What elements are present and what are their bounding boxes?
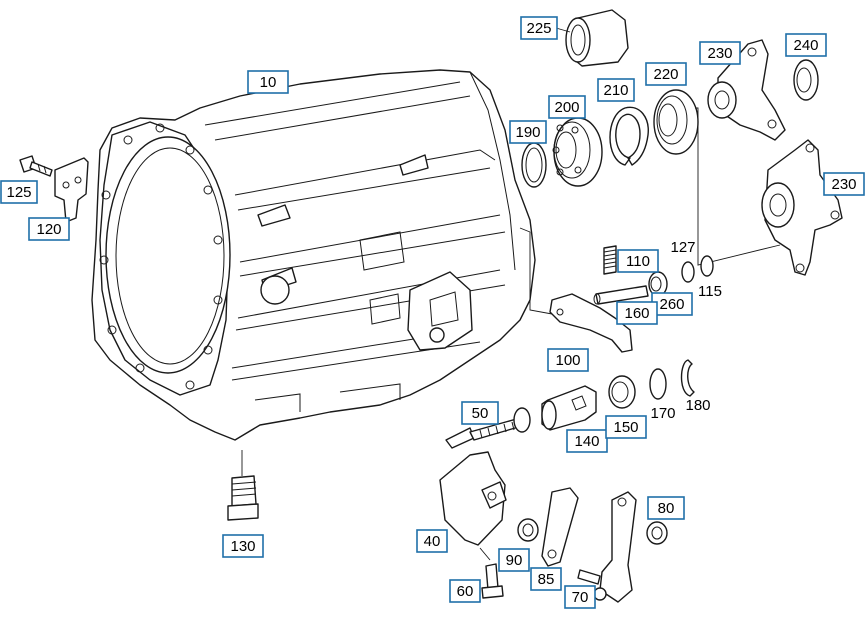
part-210-snap-ring: [609, 106, 649, 166]
part-225-bushing: [555, 9, 629, 67]
part-115-ring: [700, 255, 714, 277]
part-50-bolt: [445, 407, 531, 449]
callout-240: 240: [785, 33, 827, 57]
part-240-nut: [793, 59, 819, 101]
callout-90: 90: [498, 548, 530, 572]
callout-230-lower: 230: [823, 172, 865, 196]
svg-text:220: 220: [653, 66, 678, 83]
part-80-nut: [646, 521, 668, 545]
svg-text:120: 120: [36, 221, 61, 238]
callout-220: 220: [645, 62, 687, 86]
svg-text:110: 110: [626, 253, 650, 270]
svg-text:70: 70: [572, 589, 589, 606]
part-150-bushing: [608, 375, 636, 409]
part-140-cam: [541, 385, 597, 431]
part-100-lever: [519, 227, 633, 353]
part-90-seal: [517, 518, 539, 542]
svg-text:10: 10: [260, 74, 277, 91]
part-70-selector-lever: [577, 491, 637, 603]
svg-text:50: 50: [472, 405, 489, 422]
part-200-bearing: [552, 117, 603, 187]
svg-text:125: 125: [6, 184, 31, 201]
callout-40: 40: [416, 529, 448, 553]
label-127: 127: [670, 239, 695, 256]
callout-50: 50: [461, 401, 499, 425]
svg-text:190: 190: [515, 124, 540, 141]
svg-text:60: 60: [457, 583, 474, 600]
callout-110: 110: [617, 249, 659, 273]
part-130-drain-plug: [227, 450, 259, 521]
callout-100: 100: [547, 348, 589, 372]
svg-text:140: 140: [574, 433, 599, 450]
svg-text:260: 260: [659, 296, 684, 313]
callout-225: 225: [520, 16, 558, 40]
svg-text:100: 100: [555, 352, 580, 369]
callout-190: 190: [509, 120, 547, 144]
callout-260: 260: [651, 292, 693, 316]
part-85-link: [541, 487, 579, 567]
svg-text:90: 90: [506, 552, 523, 569]
svg-text:230: 230: [707, 45, 732, 62]
svg-text:240: 240: [793, 37, 818, 54]
part-230-flange-upper: [695, 39, 786, 266]
callout-160: 160: [616, 301, 658, 325]
part-230-flange-lower: [761, 139, 843, 276]
part-120-bracket: [54, 157, 89, 223]
callout-120: 120: [28, 217, 70, 241]
callout-210: 210: [597, 78, 635, 102]
part-110-spring: [603, 245, 617, 275]
callout-10: 10: [247, 70, 289, 94]
svg-text:160: 160: [624, 305, 649, 322]
callout-125: 125: [0, 180, 38, 204]
svg-text:210: 210: [603, 82, 628, 99]
svg-text:85: 85: [538, 571, 555, 588]
svg-text:200: 200: [554, 99, 579, 116]
svg-text:80: 80: [658, 500, 675, 517]
label-180: 180: [685, 397, 710, 414]
transmission-housing: [91, 69, 536, 441]
svg-text:130: 130: [230, 538, 255, 555]
callout-85: 85: [530, 567, 562, 591]
part-160-pin: [593, 285, 649, 305]
svg-text:225: 225: [526, 20, 551, 37]
part-190-ring: [521, 142, 547, 188]
svg-text:230: 230: [831, 176, 856, 193]
callout-130: 130: [222, 534, 264, 558]
part-180-snap-ring: [680, 359, 695, 397]
label-170: 170: [650, 405, 675, 422]
callout-70: 70: [564, 585, 596, 609]
svg-text:40: 40: [424, 533, 441, 550]
part-170-ring: [649, 368, 667, 400]
callout-200: 200: [548, 95, 586, 119]
label-115: 115: [698, 283, 722, 300]
callout-80: 80: [647, 496, 685, 520]
part-60-bolt: [481, 563, 504, 599]
callout-150: 150: [605, 415, 647, 439]
part-40-lever: [439, 451, 507, 561]
callout-60: 60: [449, 579, 481, 603]
flange-bolt-holes: [99, 123, 223, 390]
svg-text:150: 150: [613, 419, 638, 436]
callout-140: 140: [566, 429, 608, 453]
callout-230-upper: 230: [699, 41, 741, 65]
part-220-seal: [653, 89, 699, 155]
part-127-ring: [681, 261, 695, 283]
part-125-bolt: [19, 155, 53, 177]
